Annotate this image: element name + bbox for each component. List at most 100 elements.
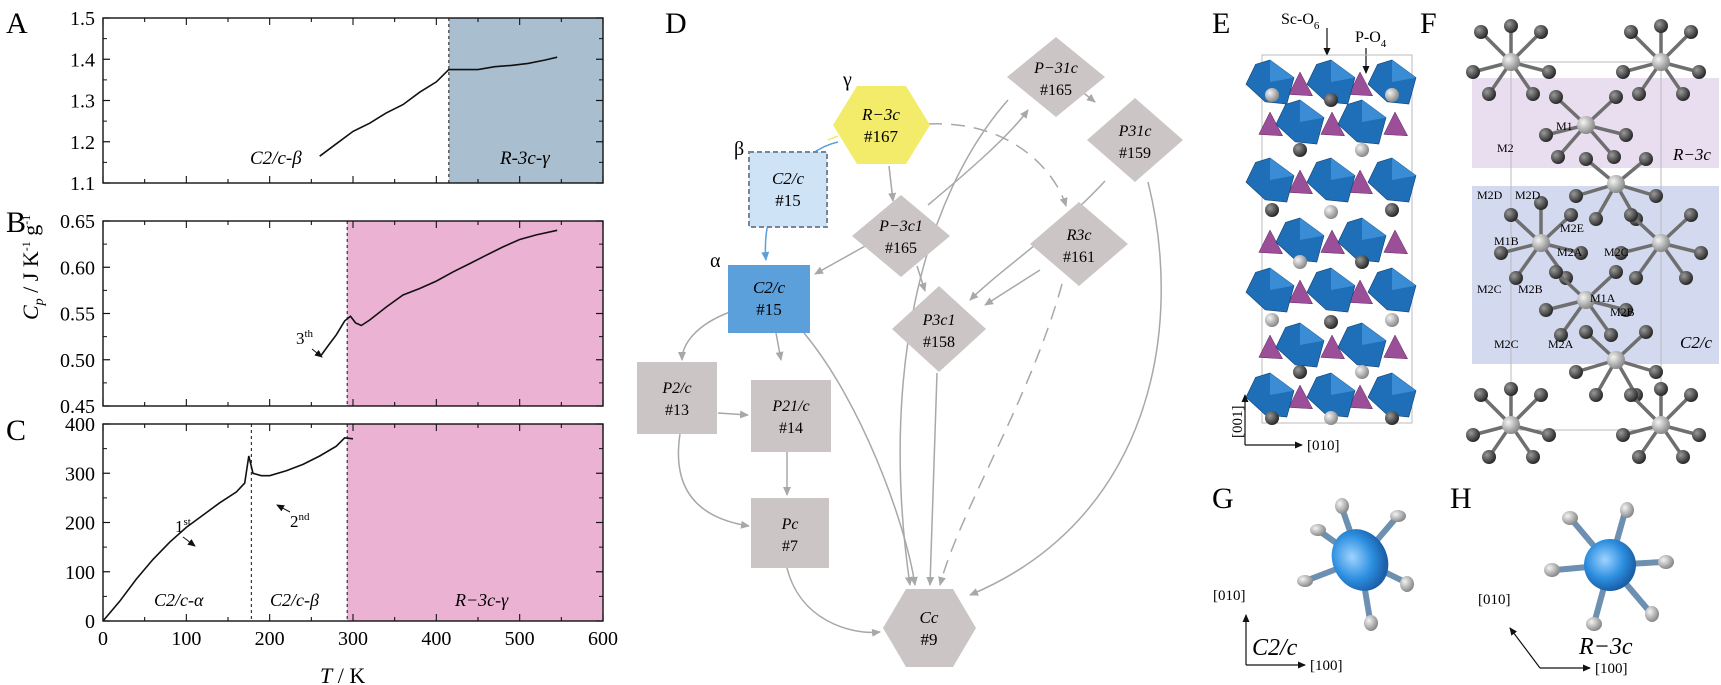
edge-p3c1-158-cc9 (926, 372, 938, 586)
node-p2c-13-number: #13 (665, 402, 689, 419)
y-tick-label: 1.1 (70, 173, 95, 195)
x-tick-label: 200 (255, 628, 285, 650)
octahedron-face (1392, 373, 1416, 395)
anion-sphere (1526, 87, 1540, 101)
octahedron-face (1270, 60, 1294, 82)
edge-r3c161-cc9-dashed (938, 283, 1063, 586)
edge-r3c167-r3c161-dashed (927, 123, 1068, 207)
anion-sphere (1639, 325, 1653, 339)
chart-c-series-line (102, 436, 354, 622)
node-pc-7: Pc #7 (751, 498, 829, 568)
region-r3c-label: R−3c (1672, 145, 1711, 164)
chart-b-series-line (320, 229, 558, 356)
anion-sphere (1589, 388, 1603, 402)
chart-b-annotation-arrow (311, 348, 323, 358)
edge-c2c15a-cc9 (803, 332, 918, 586)
anion-sphere (1604, 328, 1618, 342)
site-label: M2D (1515, 188, 1541, 202)
anion-sphere (1649, 365, 1663, 379)
site-label: M2E (1560, 221, 1584, 235)
edge-c2c15a-p21c14 (775, 332, 784, 361)
anion-sphere (1466, 428, 1480, 442)
chart-a-phase-right: R-3c-γ (499, 148, 550, 169)
label-po4: P-O4 (1355, 29, 1387, 50)
edge-r3c161-p3c1-158 (984, 269, 1041, 306)
panel-letter-a: A (6, 7, 28, 40)
atom-sphere (1385, 203, 1399, 217)
anion-sphere (1509, 271, 1523, 285)
axis-h-label-010: [010] (1478, 592, 1511, 608)
chart-a-frame (102, 17, 604, 184)
atom-sphere (1265, 88, 1279, 102)
tetrahedron (1383, 334, 1409, 360)
octahedron-face (1300, 100, 1324, 122)
y-tick-label: 0.55 (60, 304, 95, 326)
atom-sphere (1324, 93, 1338, 107)
x-tick-label: 400 (421, 628, 451, 650)
anion-sphere (1542, 65, 1556, 79)
diagram-edges (677, 86, 1162, 637)
panel-d-diagram: R−3c #167 γ C2/c #15 β C2/c #15 α P−3c1 … (637, 37, 1183, 667)
atom-sphere (1293, 143, 1307, 157)
atom-sphere (1385, 411, 1399, 425)
panel-letter-g: G (1212, 482, 1234, 515)
ellipsoid-h-center (1584, 539, 1636, 591)
anion-sphere (1504, 382, 1518, 396)
chart-b-frame (102, 220, 604, 407)
atom-sphere (1293, 365, 1307, 379)
node-p3c1-158-number: #158 (923, 334, 955, 351)
x-tick-label: 0 (98, 628, 108, 650)
cation-sphere (1607, 351, 1625, 369)
octahedron-face (1362, 100, 1386, 122)
octahedron-face (1392, 158, 1416, 180)
y-tick-label: 200 (65, 513, 95, 535)
atom-sphere (1265, 313, 1279, 327)
octahedron-face (1270, 158, 1294, 180)
chart-c-shade (347, 424, 603, 621)
site-label: M2A (1548, 337, 1574, 351)
node-cc-9-group: Cc (920, 608, 939, 627)
anion-sphere (1482, 450, 1496, 464)
node-r3c-161: R3c #161 (1030, 202, 1128, 286)
anion-sphere (1504, 19, 1518, 33)
anion-sphere (1482, 87, 1496, 101)
anion-sphere (1684, 25, 1698, 39)
anion-sphere (1684, 208, 1698, 222)
atom-sphere (1355, 143, 1369, 157)
node-p3c1-158-group: P3c1 (922, 312, 956, 329)
node-p21c-14-number: #14 (779, 420, 803, 437)
edge-c2c15a-p2c13 (678, 311, 731, 361)
axis-e-label-010: [010] (1307, 438, 1340, 454)
anion-sphere (1474, 25, 1488, 39)
chart-c-phase-alpha: C2/c-α (154, 590, 204, 610)
chart-a-series-line (319, 56, 558, 157)
site-label: M1A (1590, 291, 1616, 305)
axis-h-label-100: [100] (1595, 661, 1628, 677)
atom-sphere (1324, 205, 1338, 219)
anion-sphere (1526, 450, 1540, 464)
y-tick-label: 0.50 (60, 350, 95, 372)
node-p3c1-165: P−3c1 #165 (852, 195, 950, 277)
anion-sphere (1649, 189, 1663, 203)
edge-p2c13-p21c14 (717, 410, 749, 419)
node-cc-9: Cc #9 (883, 589, 976, 667)
site-label: M2C (1604, 245, 1629, 259)
site-label: M2C (1494, 337, 1519, 351)
anion-sphere (1551, 150, 1565, 164)
greek-beta: β (734, 138, 744, 160)
chart-b-annotation-3th: 3th (296, 328, 314, 348)
axis-g-label-010: [010] (1213, 588, 1246, 604)
node-c2c-15-beta: C2/c #15 (748, 151, 828, 228)
structure-e-polyhedra (1245, 59, 1417, 425)
chart-c-x-axis-label: T / K (320, 663, 365, 685)
cation-sphere (1502, 416, 1520, 434)
axis-h-diagonal (1509, 627, 1541, 669)
cation-sphere (1577, 291, 1595, 309)
site-label: M2D (1477, 188, 1503, 202)
node-cc-9-number: #9 (921, 630, 938, 649)
tetrahedron (1348, 71, 1374, 97)
node-r3c-161-group: R3c (1066, 227, 1092, 244)
y-tick-label: 100 (65, 562, 95, 584)
panel-h-label: R−3c (1578, 634, 1633, 660)
